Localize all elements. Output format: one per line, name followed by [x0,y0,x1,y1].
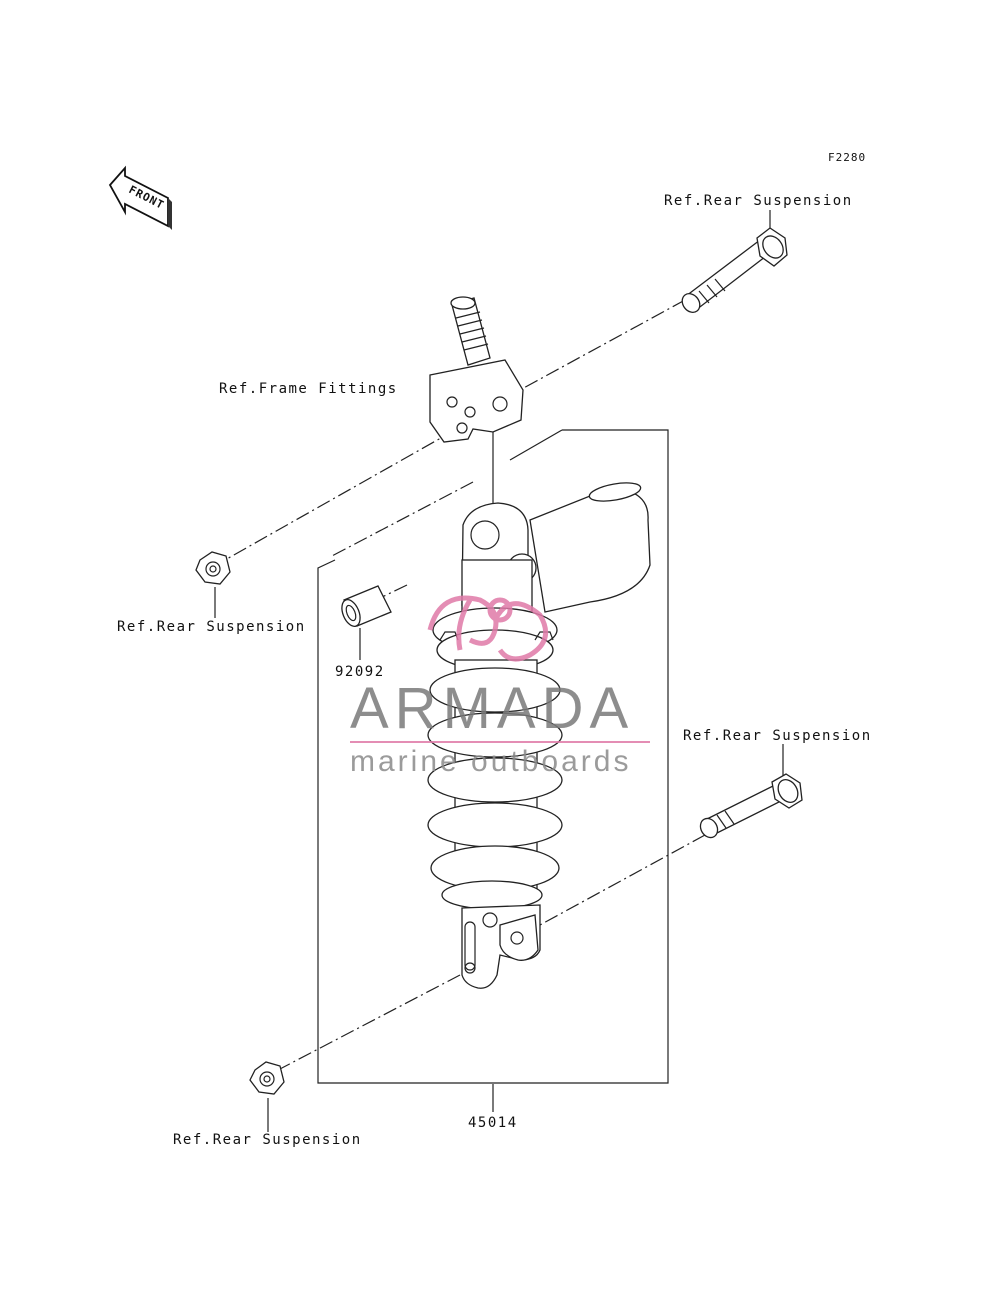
armada-logo-icon [427,595,549,662]
shock-absorber-icon [427,482,651,989]
nut-left-icon [195,551,231,585]
ref-rear-suspension-top-label: Ref.Rear Suspension [664,193,853,209]
ref-frame-fittings-label: Ref.Frame Fittings [219,381,398,397]
leader-lines [214,210,784,1132]
ref-rear-suspension-bottom-label: Ref.Rear Suspension [173,1132,362,1148]
part-number-92092: 92092 [335,664,385,680]
watermark-title: ARMADA [350,676,634,741]
front-arrow-icon: FRONT [108,165,172,230]
bolt-bottom-icon [699,773,803,839]
bolt-top-icon [681,227,788,313]
assembly-bracket [317,429,669,1084]
figure-code: F2280 [828,151,866,164]
frame-fitting-bracket-icon [429,296,524,443]
nut-bottom-icon [249,1061,285,1095]
ref-rear-suspension-left-label: Ref.Rear Suspension [117,619,306,635]
bushing-icon [341,585,392,627]
ref-rear-suspension-right-label: Ref.Rear Suspension [683,728,872,744]
watermark: ARMADA marine outboards [350,595,650,778]
watermark-subtitle: marine outboards [350,745,631,778]
part-number-45014: 45014 [468,1115,518,1131]
